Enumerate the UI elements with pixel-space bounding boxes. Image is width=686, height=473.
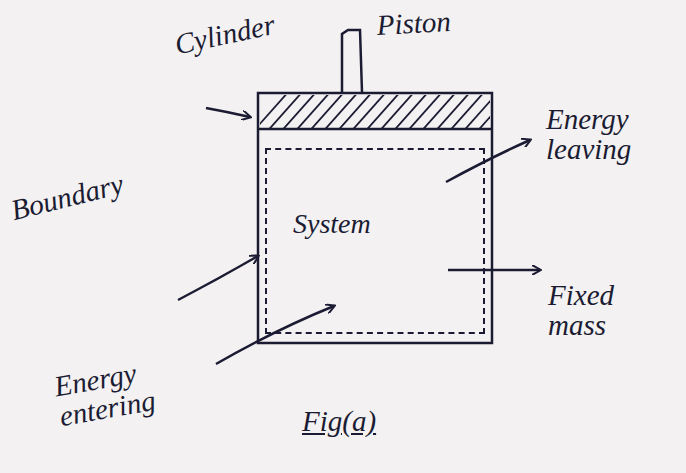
- cylinder-leader: [206, 108, 250, 117]
- energy-leaving-arrow: [446, 140, 530, 182]
- figure-caption: Fig(a): [302, 406, 376, 436]
- fixed-mass-leader: [448, 269, 540, 272]
- energy-leaving-label: Energy leaving: [546, 104, 676, 165]
- energy-entering-arrow: [216, 306, 334, 364]
- system-boundary: System: [265, 148, 485, 334]
- energy-entering-label: Energy entering: [52, 346, 210, 432]
- cylinder-wall: [258, 93, 492, 343]
- piston-label: Piston: [376, 3, 517, 41]
- fixed-mass-label: Fixed mass: [548, 280, 673, 341]
- system-label: System: [293, 208, 371, 240]
- cylinder-label: Cylinder: [172, 3, 305, 60]
- boundary-label: Boundary: [8, 160, 161, 226]
- piston-rod: [342, 30, 362, 92]
- piston-face: [258, 128, 492, 131]
- piston-hatch: [260, 95, 490, 128]
- boundary-leader: [178, 256, 258, 300]
